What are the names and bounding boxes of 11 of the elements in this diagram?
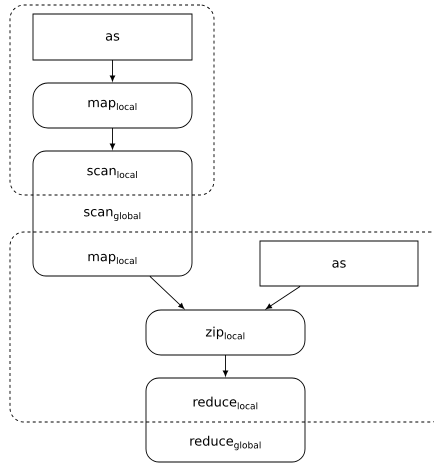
arrow	[222, 355, 228, 376]
process-box: as	[32, 14, 192, 60]
arrow	[150, 276, 184, 309]
stage-box: reduce$_{local}$ reduce$_{global}$	[146, 378, 306, 462]
process-box: zip$_{local}$	[146, 310, 306, 356]
arrow	[266, 286, 300, 310]
arrow	[110, 128, 116, 150]
process-box: map$_{local}$	[32, 82, 192, 128]
arrow	[110, 60, 116, 82]
process-box: as	[260, 240, 418, 286]
stage-box: scan$_{local}$ scan$_{global}$ map$_{local}$	[32, 150, 192, 276]
